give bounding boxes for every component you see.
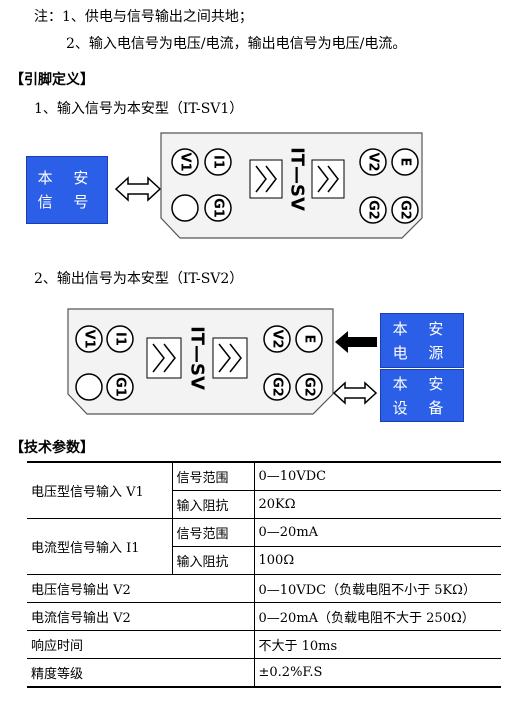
row-label-current-output: 电流信号输出 V2 xyxy=(27,602,255,631)
row-label-current-input: 电流型信号输入 I1 xyxy=(27,518,173,575)
pin-e-2: E xyxy=(295,325,323,353)
pin-i1-label: I1 xyxy=(211,155,226,169)
double-arrow-icon-2 xyxy=(332,381,378,405)
intrinsic-device-line-2: 设 备 xyxy=(392,398,452,417)
intrinsic-power-line-1: 本 安 xyxy=(392,319,452,338)
row-value: 不大于 10ms xyxy=(253,630,501,659)
row-sub-input-impedance: 输入阻抗 xyxy=(172,546,255,575)
intrinsic-power-box: 本 安 电 源 xyxy=(380,313,464,368)
intrinsic-signal-line-1: 本 安 xyxy=(37,169,97,187)
pin-g2a-label: G2 xyxy=(366,200,381,220)
row-label-voltage-output: 电压信号输出 V2 xyxy=(27,574,255,603)
isolation-symbol-right-2 xyxy=(212,337,248,379)
pin-v2-label: V2 xyxy=(366,152,381,171)
intrinsic-device-box: 本 安 设 备 xyxy=(380,369,464,422)
row-value: 0—10VDC（负载电阻不小于 5KΩ） xyxy=(253,574,501,603)
model-label-1: IT—SV xyxy=(287,147,308,211)
note-line-1: 注：1、供电与信号输出之间共地； xyxy=(34,9,253,25)
pin-i1-1: I1 xyxy=(204,148,232,176)
isolation-symbol-right xyxy=(311,159,345,199)
pin-g2a-2: G2 xyxy=(263,373,291,401)
intrinsic-device-line-1: 本 安 xyxy=(392,374,452,393)
pin-g1-2: G1 xyxy=(106,373,134,401)
pin-e-1: E xyxy=(391,148,419,176)
row-label-accuracy: 精度等级 xyxy=(27,658,255,688)
row-label-response-time: 响应时间 xyxy=(27,630,255,659)
row-sub-input-impedance: 输入阻抗 xyxy=(172,490,255,519)
pin-v2-1: V2 xyxy=(359,148,387,176)
pin-v1-2: V1 xyxy=(75,325,103,353)
left-arrow-icon xyxy=(335,331,377,353)
intrinsic-power-line-2: 电 源 xyxy=(392,343,452,362)
model-label-2: IT—SV xyxy=(187,326,208,390)
pin-v1-1: V1 xyxy=(171,148,199,176)
pin-subheading-1: 1、输入信号为本安型（IT-SV1） xyxy=(34,101,244,117)
pin-g2b-2: G2 xyxy=(295,373,323,401)
isolation-symbol-left-2 xyxy=(146,337,182,379)
pin-v1-label-2: V1 xyxy=(82,329,97,348)
row-value: 0—20mA xyxy=(253,518,501,547)
table-row: 响应时间 不大于 10ms xyxy=(27,630,501,659)
pin-g2a-label-2: G2 xyxy=(270,377,285,397)
row-value: 0—20mA（负载电阻不大于 250Ω） xyxy=(253,602,501,631)
pin-e-label-2: E xyxy=(302,335,317,344)
intrinsic-signal-box: 本 安 信 号 xyxy=(26,156,108,224)
table-row: 电压型信号输入 V1 信号范围 0—10VDC xyxy=(27,461,501,519)
pin-g1-1: G1 xyxy=(204,194,232,222)
module-diagram-1: V1 I1 G1 IT—SV V2 E G2 G2 xyxy=(160,132,423,239)
row-sub-signal-range: 信号范围 xyxy=(171,518,255,547)
pin-v2-label-2: V2 xyxy=(270,329,285,348)
table-row: 电流型信号输入 I1 信号范围 0—20mA xyxy=(27,518,501,575)
pin-g2b-label: G2 xyxy=(398,200,413,220)
pin-definition-heading: 【引脚定义】 xyxy=(10,72,94,88)
pin-blank-2 xyxy=(75,373,103,401)
row-value: 0—10VDC xyxy=(253,461,501,491)
pin-g2b-label-2: G2 xyxy=(302,377,317,397)
row-value: 100Ω xyxy=(253,546,501,575)
pin-e-label: E xyxy=(398,158,413,167)
pin-g2b-1: G2 xyxy=(391,196,419,224)
tech-params-heading: 【技术参数】 xyxy=(10,440,94,456)
note-line-2: 2、输入电信号为电压/电流，输出电信号为电压/电流。 xyxy=(66,36,407,52)
row-label-voltage-input: 电压型信号输入 V1 xyxy=(27,461,173,519)
tech-params-table: 电压型信号输入 V1 信号范围 0—10VDC 输入阻抗 20KΩ 电流型信号输… xyxy=(27,461,501,688)
table-row: 精度等级 ±0.2%F.S xyxy=(27,658,501,688)
intrinsic-signal-line-2: 信 号 xyxy=(37,193,97,211)
pin-i1-label-2: I1 xyxy=(113,332,128,346)
pin-v2-2: V2 xyxy=(263,325,291,353)
pin-subheading-2: 2、输出信号为本安型（IT-SV2） xyxy=(34,271,244,287)
pin-g2a-1: G2 xyxy=(359,196,387,224)
module-diagram-2: V1 I1 G1 IT—SV V2 E G2 G2 xyxy=(67,308,334,415)
double-arrow-icon xyxy=(114,176,162,202)
table-row: 电流信号输出 V2 0—20mA（负载电阻不大于 250Ω） xyxy=(27,602,501,631)
pin-v1-label: V1 xyxy=(178,152,193,171)
row-sub-signal-range: 信号范围 xyxy=(171,461,255,491)
pin-i1-2: I1 xyxy=(106,325,134,353)
pin-g1-label: G1 xyxy=(211,198,226,218)
isolation-symbol-left xyxy=(249,159,283,199)
table-row: 电压信号输出 V2 0—10VDC（负载电阻不小于 5KΩ） xyxy=(27,574,501,603)
row-value: 20KΩ xyxy=(253,490,501,519)
pin-blank-1 xyxy=(171,194,199,222)
pin-g1-label-2: G1 xyxy=(113,377,128,397)
row-value: ±0.2%F.S xyxy=(253,658,501,688)
